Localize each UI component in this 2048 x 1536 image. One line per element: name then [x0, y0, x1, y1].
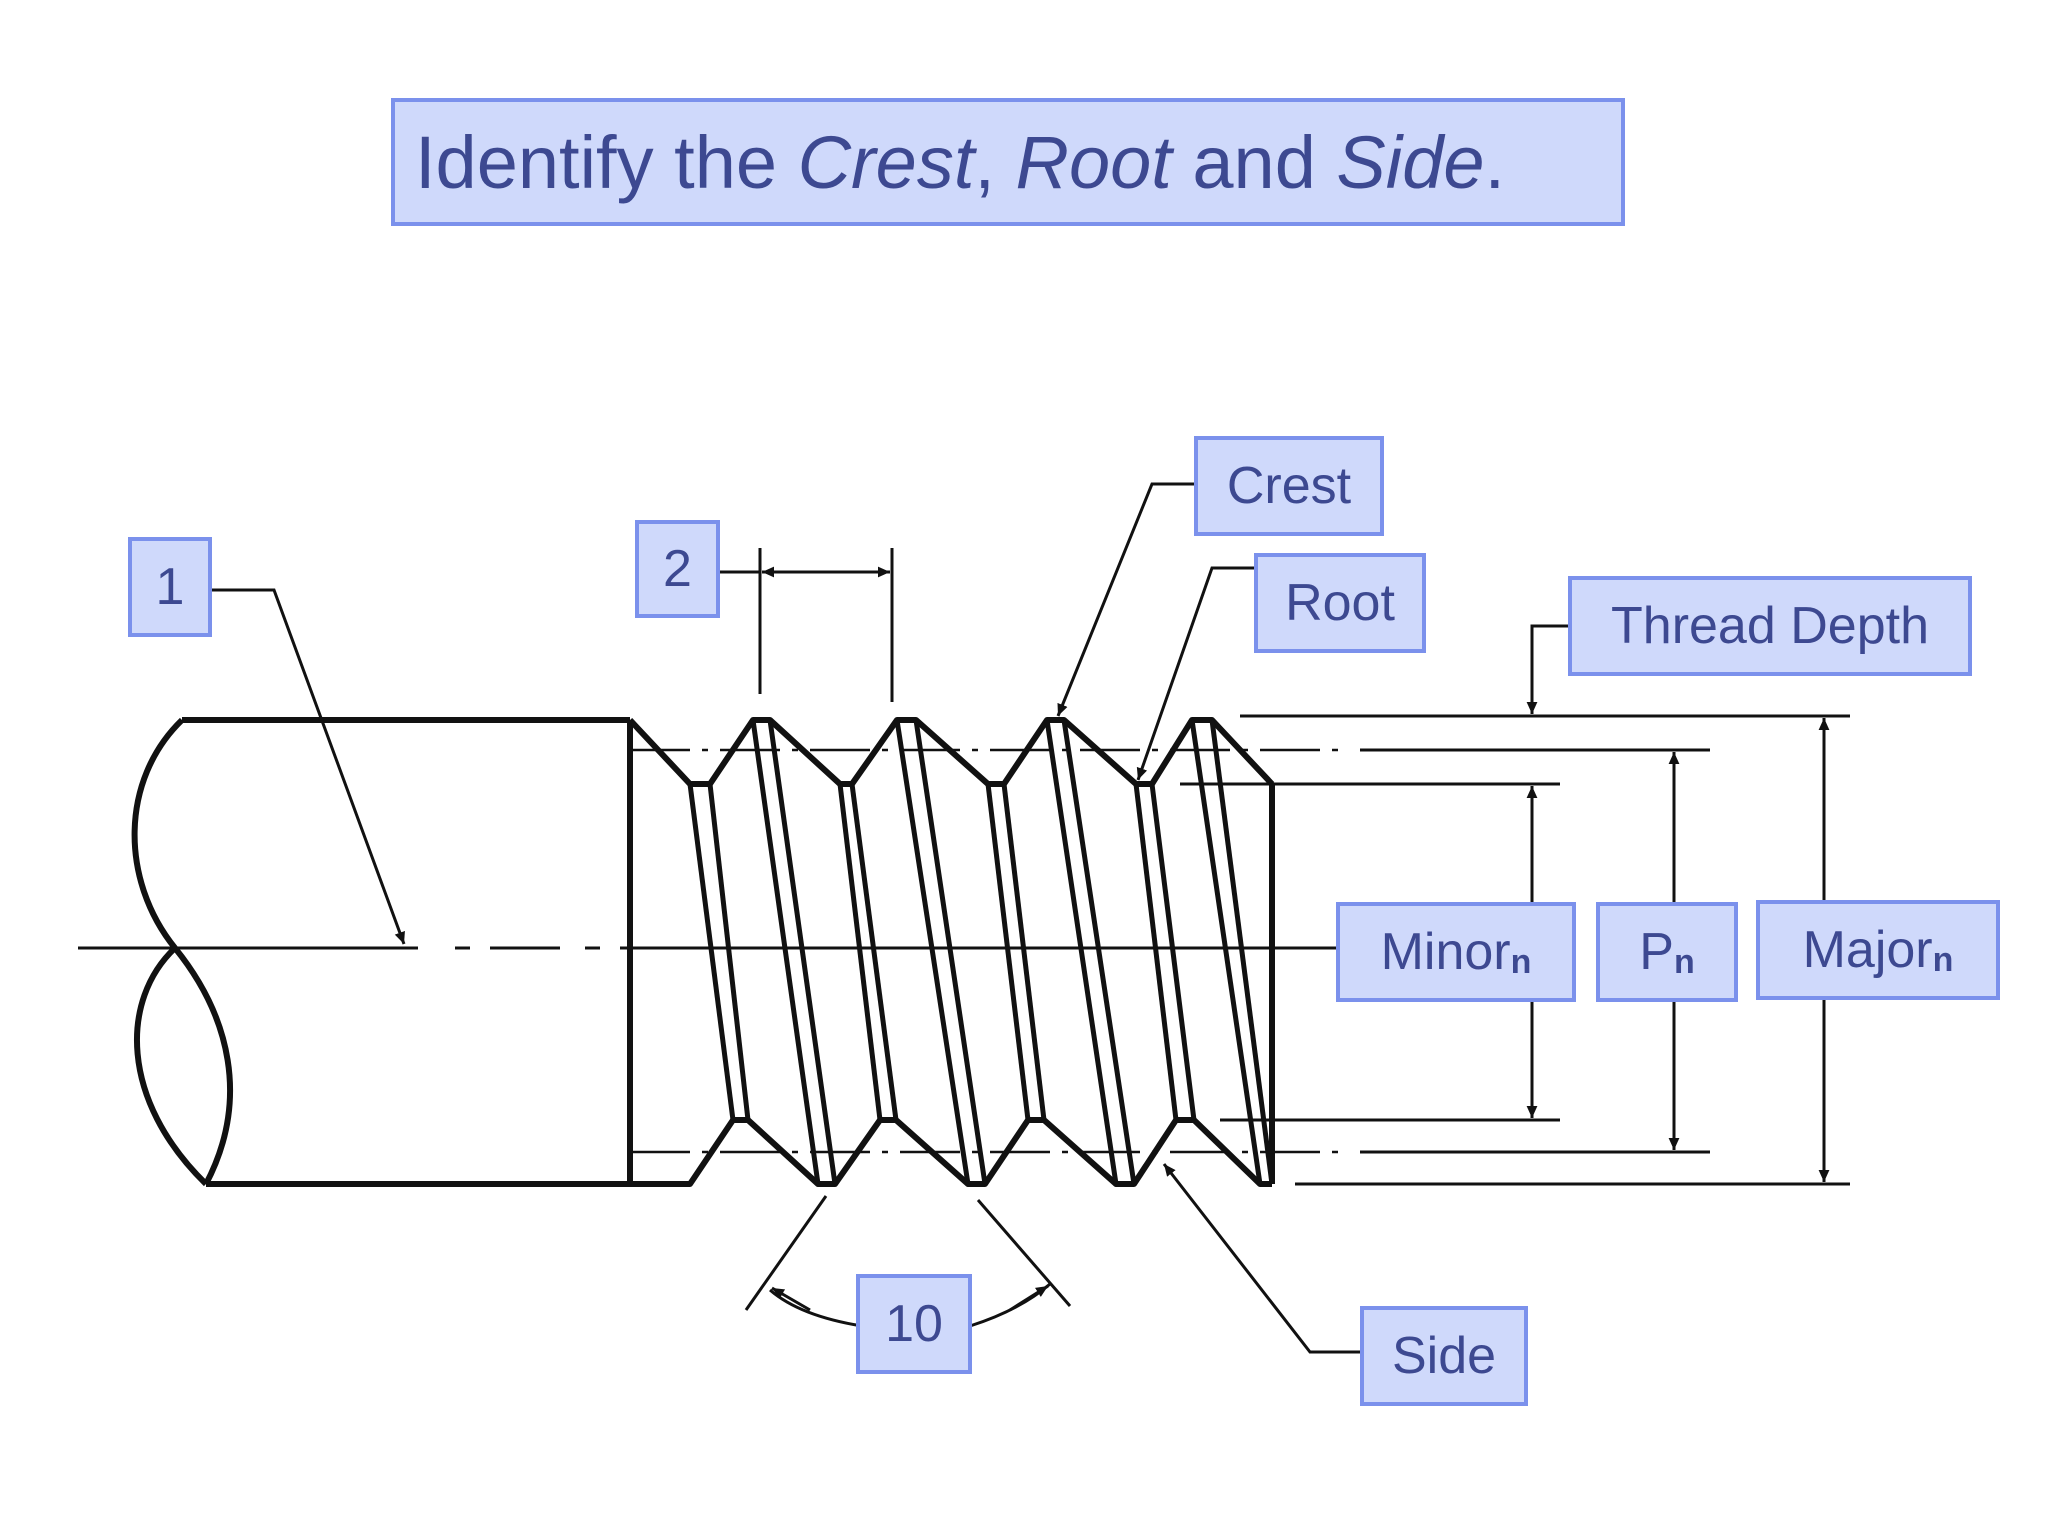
title-crest: Crest [797, 120, 975, 204]
leader-side [1162, 1163, 1362, 1354]
shaft-body [131, 717, 633, 1187]
thread-helix-lines [687, 719, 1275, 1185]
label-2: 2 [635, 520, 720, 618]
thread-depth-leader [1526, 624, 1568, 714]
thread-angle-dim [744, 1195, 1072, 1328]
pitch-spacing-dim [720, 548, 894, 702]
label-root: Root [1254, 553, 1426, 653]
title-root: Root [1015, 120, 1172, 204]
label-side: Side [1360, 1306, 1528, 1406]
title-box: Identify the Crest, Root and Side. [391, 98, 1625, 226]
break-line [131, 717, 233, 1186]
label-10: 10 [856, 1274, 972, 1374]
title-text: Identify the Crest, Root and Side. [415, 120, 1506, 204]
label-crest: Crest [1194, 436, 1384, 536]
leader-crest [1056, 482, 1194, 717]
leader-lines [212, 482, 1362, 1354]
pitch-lines [630, 748, 1340, 1154]
title-side: Side [1336, 120, 1485, 204]
extension-lines [1180, 714, 1850, 1186]
label-thread-depth: Thread Depth [1568, 576, 1972, 676]
leader-1 [212, 588, 406, 945]
label-1: 1 [128, 537, 212, 637]
break-line-back [133, 945, 209, 1187]
leader-root [1136, 566, 1254, 781]
